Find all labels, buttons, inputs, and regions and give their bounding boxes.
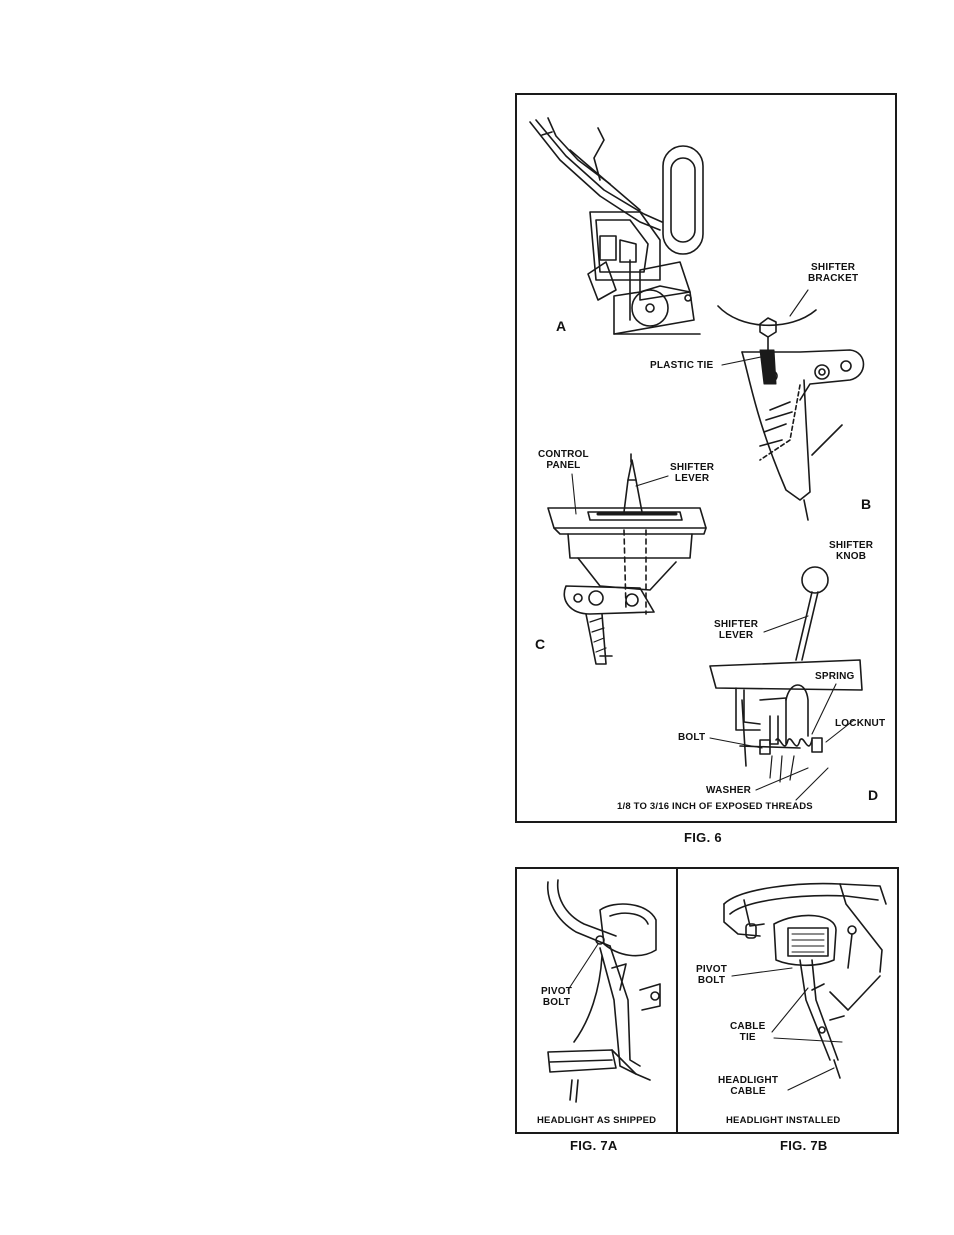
label-cable-tie: CABLE TIE: [730, 1021, 765, 1043]
label-plastic-tie: PLASTIC TIE: [650, 360, 713, 371]
label-bolt: BOLT: [678, 732, 705, 743]
panel-letter-c: C: [535, 636, 545, 652]
label-shifter-bracket: SHIFTER BRACKET: [808, 262, 858, 284]
caption-fig-6: FIG. 6: [684, 830, 722, 845]
label-locknut: LOCKNUT: [835, 718, 885, 729]
headlight-installed-illustration: [724, 884, 886, 1078]
label-shifter-knob: SHIFTER KNOB: [829, 540, 873, 562]
shifter-bracket-illustration: [718, 306, 864, 520]
label-shifter-lever-d: SHIFTER LEVER: [714, 619, 758, 641]
label-headlight-cable: HEADLIGHT CABLE: [718, 1075, 778, 1097]
tiller-illustration: [530, 118, 703, 334]
label-pivot-bolt-7a: PIVOT BOLT: [541, 986, 572, 1008]
label-washer: WASHER: [706, 785, 751, 796]
panel-letter-a: A: [556, 318, 566, 334]
label-exposed-threads: 1/8 TO 3/16 INCH OF EXPOSED THREADS: [617, 801, 813, 812]
label-shifter-lever-c: SHIFTER LEVER: [670, 462, 714, 484]
label-pivot-bolt-7b: PIVOT BOLT: [696, 964, 727, 986]
subcaption-headlight-shipped: HEADLIGHT AS SHIPPED: [537, 1115, 656, 1126]
caption-fig-7b: FIG. 7B: [780, 1138, 828, 1153]
panel-letter-b: B: [861, 496, 871, 512]
label-control-panel: CONTROL PANEL: [538, 449, 589, 471]
caption-fig-7a: FIG. 7A: [570, 1138, 618, 1153]
subcaption-headlight-installed: HEADLIGHT INSTALLED: [726, 1115, 840, 1126]
label-spring: SPRING: [815, 671, 855, 682]
panel-letter-d: D: [868, 787, 878, 803]
control-panel-illustration: [548, 454, 706, 664]
